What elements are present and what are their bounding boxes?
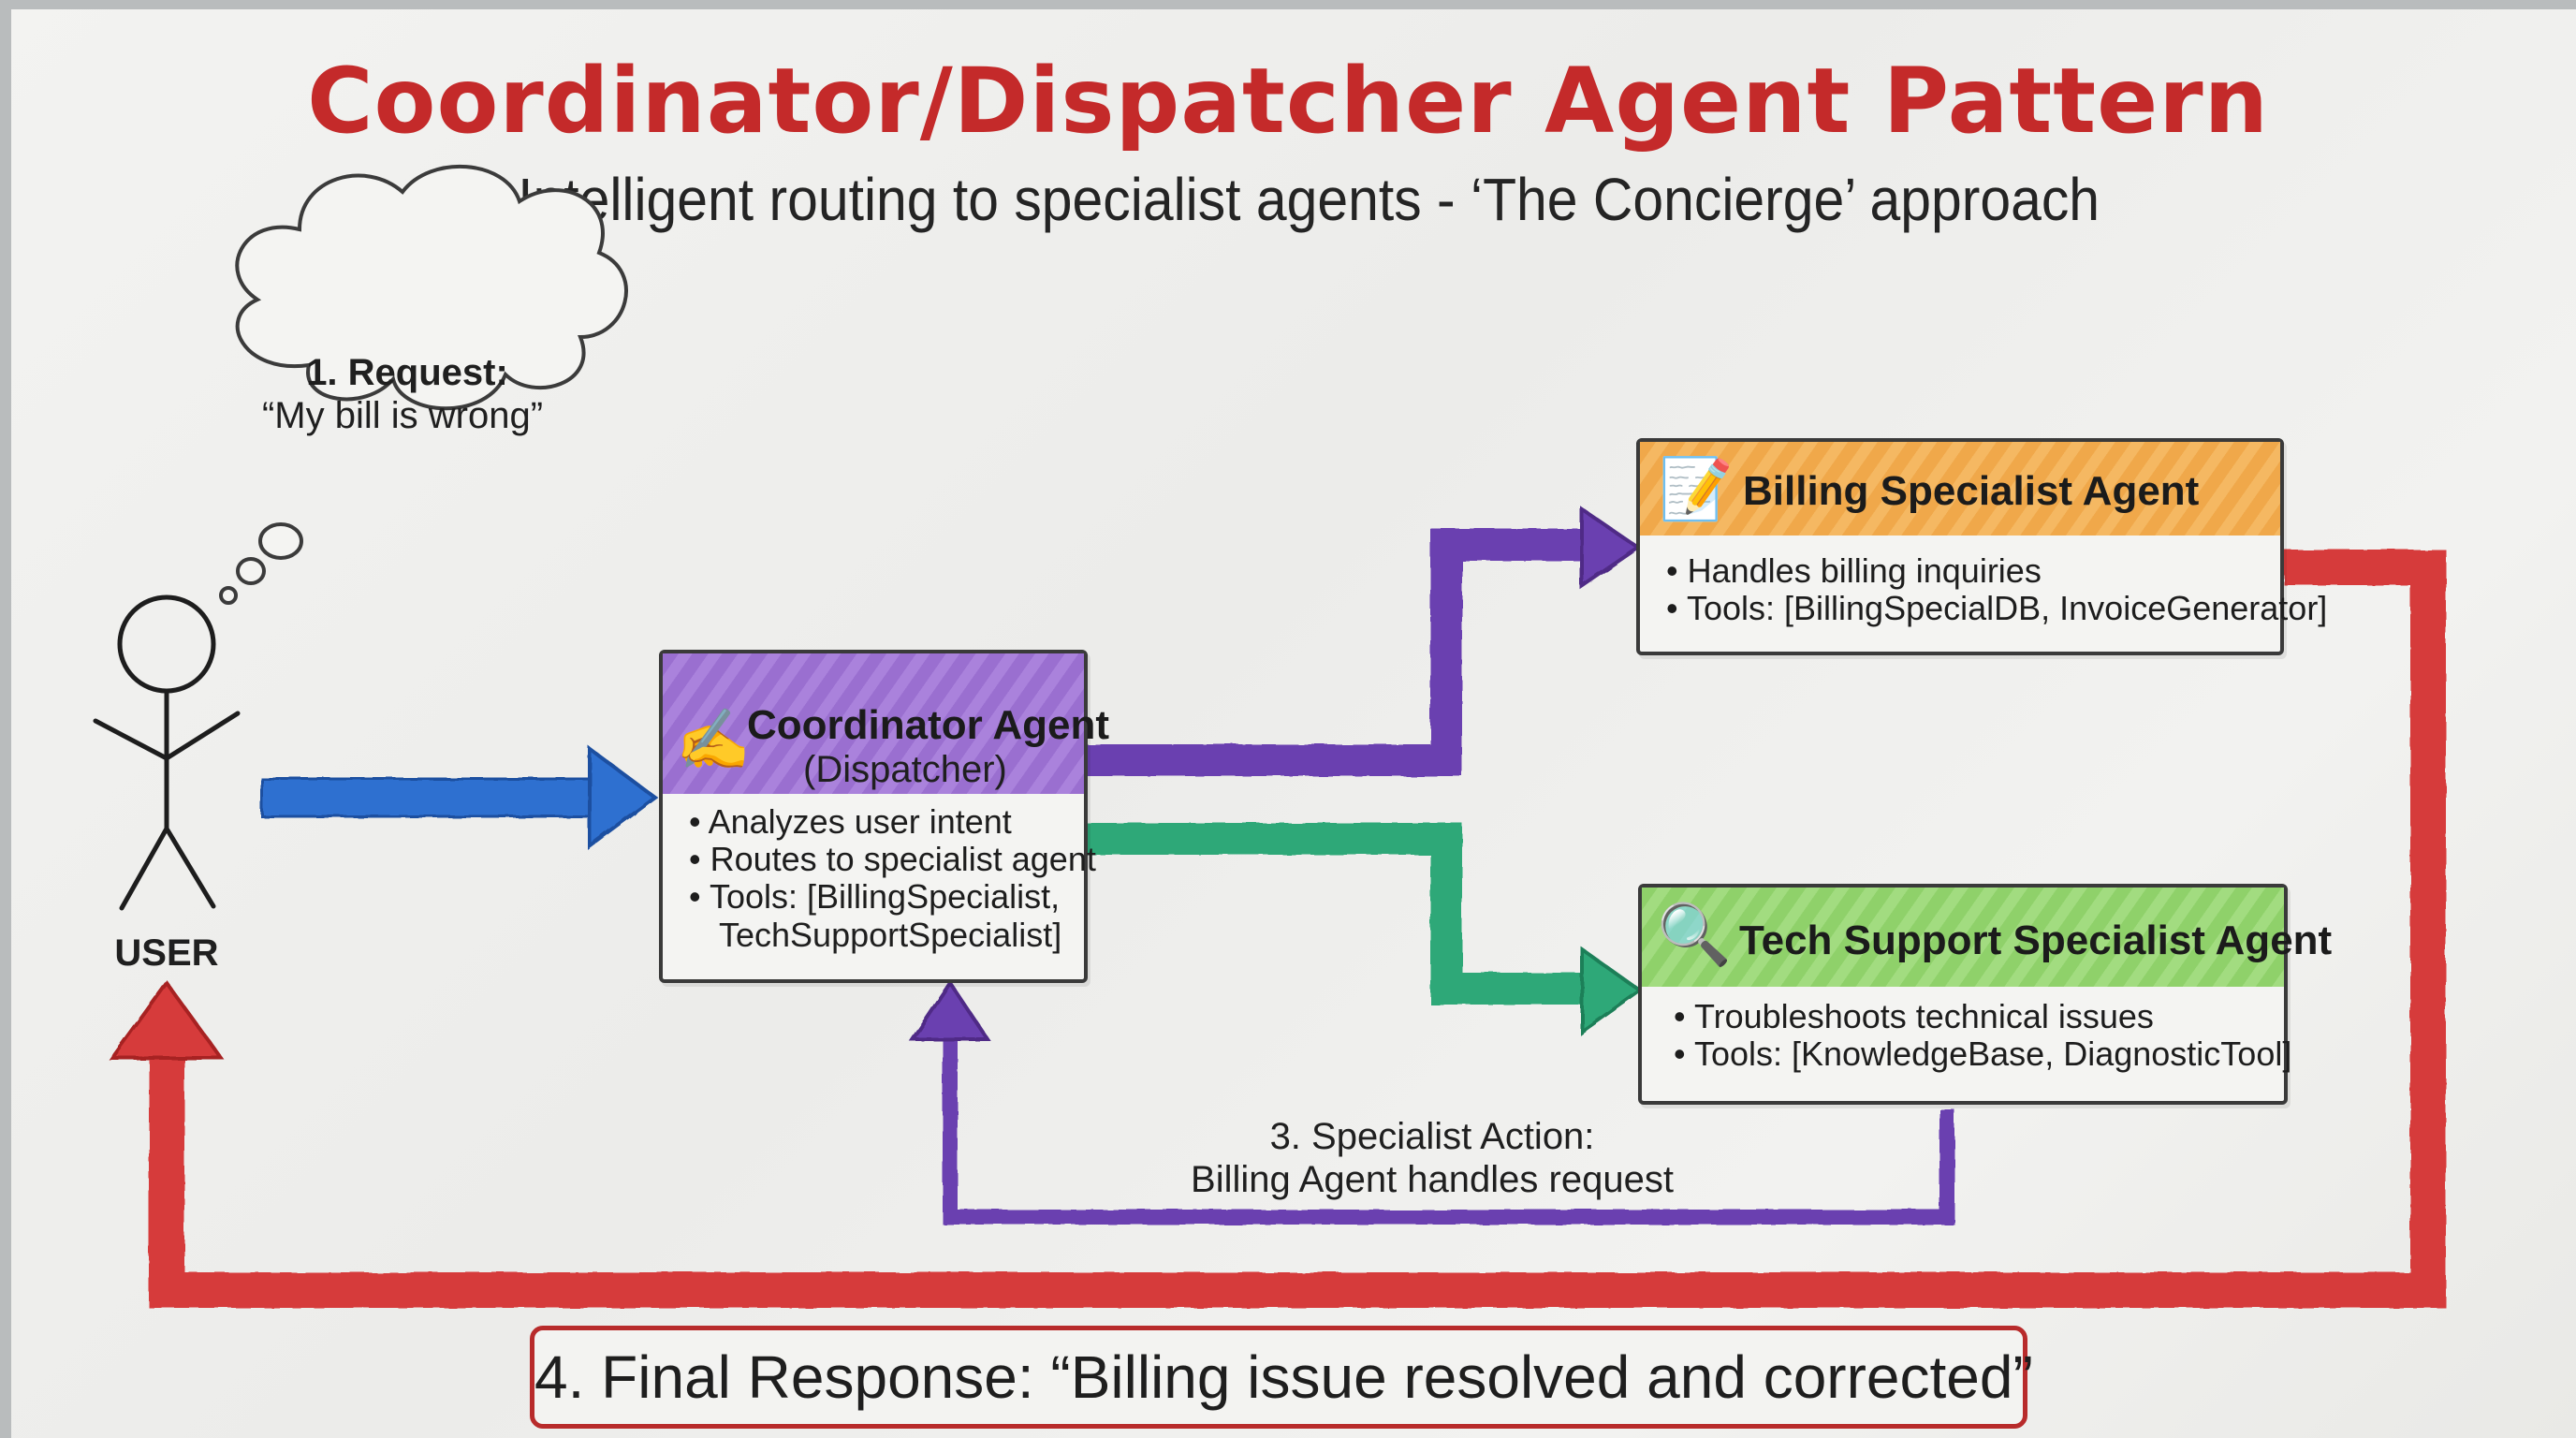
coordinator-subtitle: (Dispatcher) — [803, 749, 1007, 790]
specialist-action-label: 3. Specialist Action: — [1269, 1116, 1595, 1157]
page-subtitle: Intelligent routing to specialist agents… — [518, 166, 2100, 233]
specialist-action-detail: Billing Agent handles request — [1191, 1159, 1674, 1200]
coordinator-header — [663, 653, 1084, 794]
tech-bullet: Troubleshoots technical issues — [1674, 998, 2291, 1035]
page-title: Coordinator/Dispatcher Agent Pattern — [307, 49, 2269, 154]
coordinator-bullet: Routes to specialist agent — [689, 841, 1096, 878]
request-text: “My bill is wrong” — [261, 395, 544, 436]
writing-hand-icon: ✍️ — [676, 706, 751, 773]
arrow-user-to-coordinator — [260, 745, 659, 850]
billing-title: Billing Specialist Agent — [1743, 468, 2200, 514]
arrow-coordinator-to-tech — [1086, 823, 1644, 1035]
billing-header — [1640, 442, 2280, 536]
board-frame-left — [0, 0, 11, 1438]
thought-cloud — [219, 164, 628, 605]
tech-bullet: Tools: [KnowledgeBase, DiagnosticTool] — [1674, 1035, 2291, 1073]
billing-bullet: Tools: [BillingSpecialDB, InvoiceGenerat… — [1666, 590, 2327, 627]
user-label: USER — [114, 932, 219, 974]
request-label: 1. Request: — [306, 352, 508, 393]
tech-support-specialist-card: 🔍 Tech Support Specialist Agent Troubles… — [1638, 884, 2332, 1105]
magnifier-icon: 🔍 — [1657, 901, 1732, 968]
tech-title: Tech Support Specialist Agent — [1739, 917, 2333, 963]
tech-header — [1642, 888, 2284, 987]
user-stick-figure-icon — [93, 594, 241, 911]
billing-bullet: Handles billing inquiries — [1666, 552, 2327, 590]
arrow-coordinator-to-billing — [1086, 506, 1642, 776]
coordinator-bullets: Analyzes user intent Routes to specialis… — [689, 803, 1096, 916]
arrow-billing-to-user — [109, 550, 2446, 1308]
coordinator-agent-card: ✍️ Coordinator Agent (Dispatcher) Analyz… — [659, 650, 1109, 983]
billing-specialist-card: 📝 Billing Specialist Agent Handles billi… — [1636, 438, 2327, 655]
coordinator-tools-continuation: TechSupportSpecialist] — [719, 916, 1062, 954]
memo-icon: 📝 — [1659, 455, 1734, 522]
arrow-specialist-to-coordinator — [909, 979, 1954, 1225]
board-frame-top — [0, 0, 2576, 9]
final-response-box: 4. Final Response: “Billing issue resolv… — [530, 1326, 2033, 1429]
coordinator-title: Coordinator Agent — [747, 702, 1109, 748]
tech-bullets: Troubleshoots technical issues Tools: [K… — [1674, 998, 2291, 1073]
coordinator-bullet: Analyzes user intent — [689, 803, 1096, 841]
coordinator-bullet: Tools: [BillingSpecialist, — [689, 878, 1096, 916]
billing-bullets: Handles billing inquiries Tools: [Billin… — [1666, 552, 2327, 627]
